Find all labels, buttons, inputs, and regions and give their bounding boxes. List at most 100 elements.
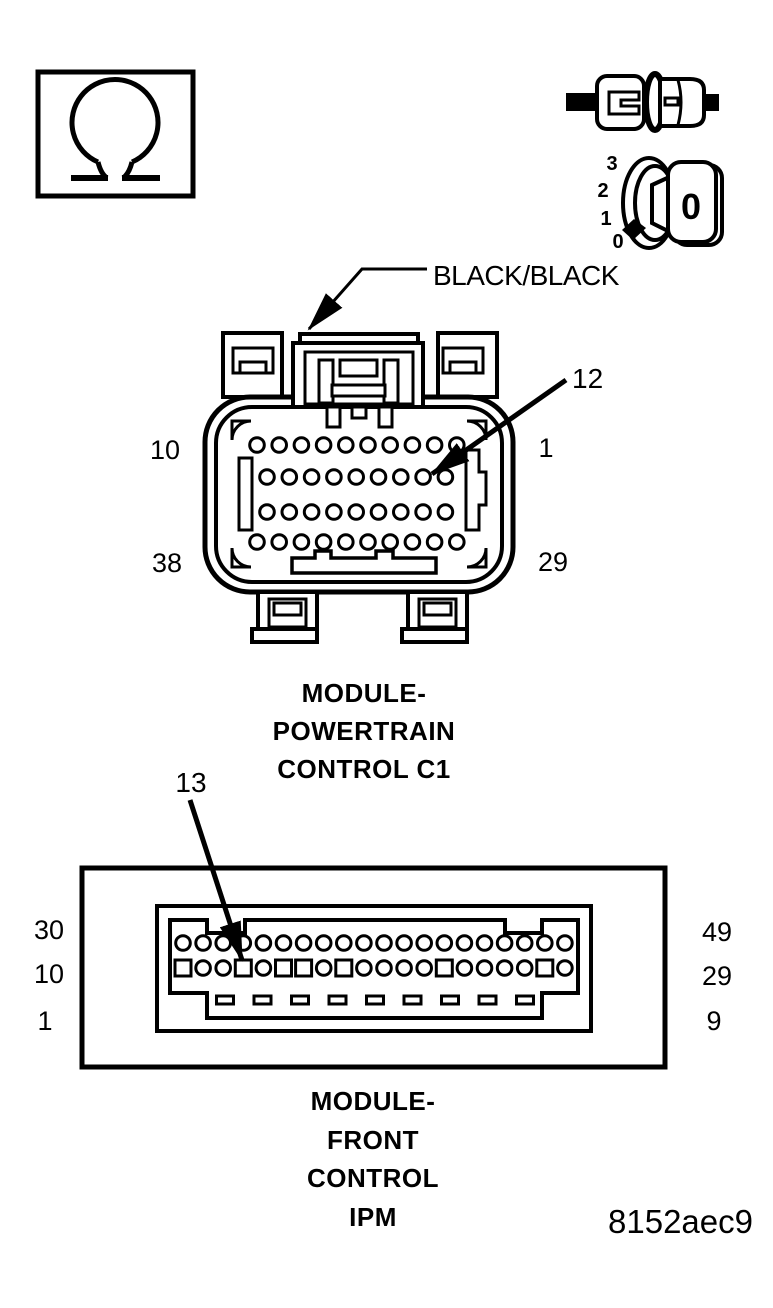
pin xyxy=(258,503,276,521)
figure-code: 8152aec9 xyxy=(608,1203,753,1240)
pin xyxy=(495,934,514,952)
ignition-switch-icon: 3 2 1 0 0 xyxy=(597,153,724,253)
ignition-pos-1: 1 xyxy=(600,208,611,230)
pin xyxy=(455,959,474,977)
ipm-title-line-1: MODULE- xyxy=(311,1086,436,1116)
ipm-pin-30-label: 30 xyxy=(34,915,64,945)
ipm-pin-field xyxy=(173,934,574,1006)
pin xyxy=(335,934,353,952)
pin xyxy=(174,934,192,952)
pcm-right-ear xyxy=(436,331,499,399)
pcm-callout-pin-label: 12 xyxy=(572,363,603,394)
ipm-pin-1-label: 1 xyxy=(37,1006,52,1036)
ipm-callout-pin-label: 13 xyxy=(175,767,206,798)
pcm-left-ear xyxy=(221,331,284,399)
pin xyxy=(233,958,253,978)
pin xyxy=(414,503,432,521)
pin xyxy=(270,533,289,551)
ohmmeter-icon xyxy=(35,69,196,199)
ipm-title-line-2: FRONT xyxy=(327,1125,419,1155)
pin xyxy=(395,959,413,977)
pcm-title-line-1: MODULE- xyxy=(302,678,427,708)
key-position-label: 0 xyxy=(681,186,701,227)
pin xyxy=(194,959,212,977)
pin xyxy=(215,994,235,1006)
pin xyxy=(214,959,232,977)
pin xyxy=(292,533,311,551)
pin xyxy=(214,934,232,952)
pcm-title: MODULE- POWERTRAIN CONTROL C1 xyxy=(273,678,455,784)
pin xyxy=(440,994,460,1006)
pcm-pin-field xyxy=(248,436,466,551)
pin xyxy=(337,436,355,454)
pin xyxy=(292,436,311,454)
ipm-pin-10-label: 10 xyxy=(34,959,64,989)
pin xyxy=(477,994,498,1006)
pin xyxy=(270,436,289,454)
pcm-body-inner xyxy=(214,405,504,584)
pin xyxy=(536,934,554,952)
pin xyxy=(395,934,413,952)
pin xyxy=(314,533,333,551)
pcm-connector-diagram: 10 1 38 29 12 xyxy=(150,331,603,644)
pin xyxy=(248,436,266,454)
pin xyxy=(415,959,434,977)
pin xyxy=(365,994,385,1006)
pin xyxy=(381,533,400,551)
pin xyxy=(355,934,373,952)
pin xyxy=(402,994,423,1006)
pcm-callout-arrow xyxy=(430,377,568,477)
pin xyxy=(535,958,555,978)
pin xyxy=(425,533,444,551)
pcm-latch xyxy=(291,332,425,429)
ignition-pos-3: 3 xyxy=(606,153,617,175)
pin xyxy=(294,934,313,952)
wire-color-label: BLACK/BLACK xyxy=(433,260,620,291)
terminal-fork xyxy=(607,90,641,116)
ipm-pin-29-label: 29 xyxy=(702,961,732,991)
pin xyxy=(280,468,299,486)
pin xyxy=(334,958,354,978)
pin xyxy=(327,994,348,1006)
pin xyxy=(274,958,293,978)
pin xyxy=(448,533,466,551)
pin xyxy=(375,934,393,952)
pin xyxy=(274,934,293,952)
pin xyxy=(375,959,393,977)
pin xyxy=(556,934,574,952)
pin xyxy=(254,934,273,952)
wire-color-callout: BLACK/BLACK xyxy=(307,260,620,331)
pin xyxy=(325,468,343,486)
pin xyxy=(515,959,534,977)
pin xyxy=(248,533,266,551)
ipm-connector-diagram: 30 10 1 49 29 9 13 xyxy=(34,767,732,1070)
pin xyxy=(425,436,444,454)
pin xyxy=(415,934,434,952)
pin xyxy=(280,503,299,521)
ipm-title-line-4: IPM xyxy=(349,1202,397,1232)
pin xyxy=(403,436,422,454)
pcm-bottom-platform xyxy=(290,549,438,575)
pin xyxy=(436,503,455,521)
pcm-pin-29-label: 29 xyxy=(538,547,568,577)
ipm-title: MODULE- FRONT CONTROL IPM xyxy=(307,1086,439,1232)
pin xyxy=(355,959,373,977)
pin xyxy=(515,934,534,952)
pin xyxy=(392,468,410,486)
key-head xyxy=(666,160,718,244)
ipm-callout-arrow xyxy=(187,799,245,962)
pin xyxy=(515,994,535,1006)
pcm-pin-38-label: 38 xyxy=(152,548,182,578)
pin xyxy=(194,934,212,952)
pin xyxy=(337,533,355,551)
dial-pointer xyxy=(622,219,646,240)
wire-leader-line xyxy=(307,267,427,331)
pcm-pin-10-label: 10 xyxy=(150,435,180,465)
pin xyxy=(392,503,410,521)
pin xyxy=(495,959,514,977)
pin xyxy=(435,934,454,952)
pin xyxy=(434,958,454,978)
ipm-title-line-3: CONTROL xyxy=(307,1163,439,1193)
pin xyxy=(294,958,314,978)
